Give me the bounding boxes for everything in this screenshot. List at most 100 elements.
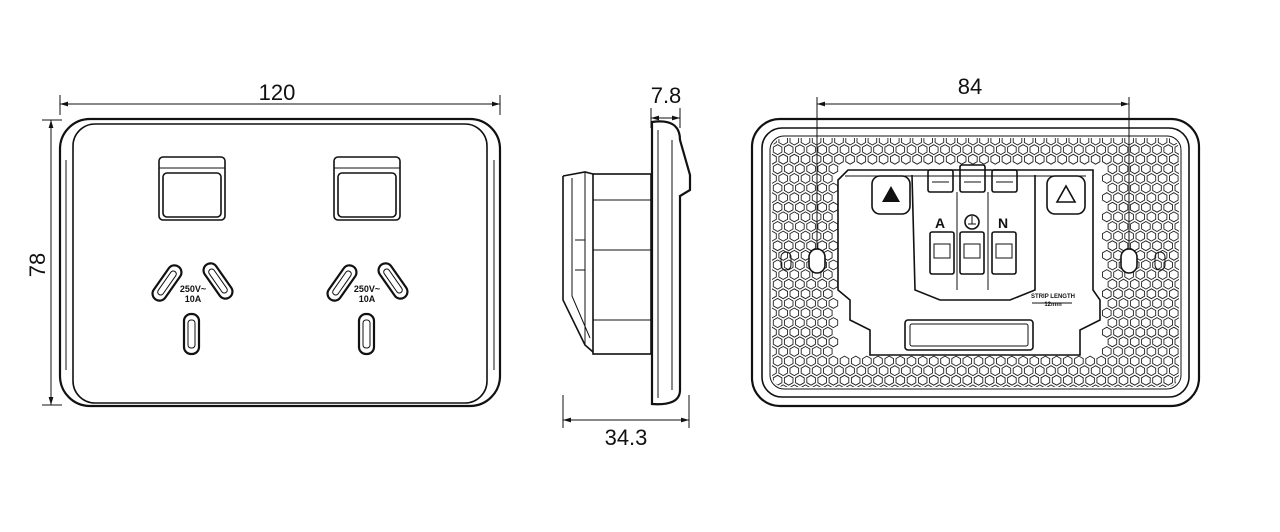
honeycomb-cell (1152, 374, 1162, 386)
honeycomb-cell (1008, 395, 1017, 405)
honeycomb-cell (940, 355, 950, 367)
honeycomb-cell (997, 395, 1006, 405)
honeycomb-cell (963, 414, 972, 424)
honeycomb-cell (1018, 374, 1028, 386)
honeycomb-cell (945, 138, 956, 146)
honeycomb-cell (1157, 192, 1168, 204)
honeycomb-cell (839, 355, 850, 367)
honeycomb-cell (1041, 414, 1050, 424)
dimension-label-side-thickness: 7.8 (651, 83, 682, 108)
honeycomb-cell (834, 138, 844, 146)
honeycomb-cell (1209, 202, 1218, 212)
honeycomb-cell (1209, 260, 1218, 270)
honeycomb-cell (1062, 355, 1073, 367)
honeycomb-cell (823, 211, 833, 223)
honeycomb-cell (862, 144, 872, 156)
honeycomb-cell (851, 414, 860, 424)
honeycomb-cell (907, 395, 916, 405)
honeycomb-cell (1102, 192, 1112, 204)
honeycomb-cell (878, 384, 889, 387)
honeycomb-cell (1174, 297, 1179, 309)
honeycomb-cell (1135, 345, 1146, 357)
honeycomb-cell (890, 365, 900, 377)
honeycomb-cell (1113, 326, 1123, 338)
honeycomb-cell (1118, 144, 1129, 156)
honeycomb-cell (1113, 153, 1123, 165)
honeycomb-cell (896, 414, 905, 424)
honeycomb-cell (795, 278, 805, 290)
honeycomb-cell (890, 138, 900, 146)
honeycomb-cell (1001, 384, 1012, 387)
honeycomb-cell (823, 288, 833, 300)
honeycomb-cell (811, 153, 822, 165)
honeycomb-cell (963, 395, 972, 405)
honeycomb-cell (1119, 414, 1128, 424)
strip-length-note: STRIP LENGTH 12mm (1031, 294, 1075, 308)
honeycomb-cell (811, 138, 822, 146)
honeycomb-cell (1113, 345, 1123, 357)
honeycomb-cell (863, 395, 872, 405)
honeycomb-cell (789, 365, 800, 377)
honeycomb-cell (923, 153, 933, 165)
honeycomb-cell (974, 414, 983, 424)
strip-length-value: 12mm (1044, 302, 1061, 308)
honeycomb-cell (806, 220, 816, 233)
honeycomb-cell (1124, 365, 1134, 377)
strip-length-label: STRIP LENGTH (1031, 294, 1075, 300)
honeycomb-cell (990, 365, 1000, 377)
honeycomb-cell (1124, 230, 1134, 242)
honeycomb-cell (1164, 414, 1173, 424)
honeycomb-cell (1090, 153, 1101, 165)
dimension-label-front-height: 78 (25, 253, 50, 277)
honeycomb-cell (901, 153, 911, 165)
honeycomb-cell (934, 138, 945, 146)
honeycomb-cell (818, 414, 827, 424)
honeycomb-cell (1181, 212, 1190, 222)
honeycomb-cell (1169, 365, 1179, 377)
honeycomb-cell (1119, 395, 1128, 405)
honeycomb-cell (850, 374, 861, 386)
honeycomb-cell (1023, 384, 1034, 387)
honeycomb-cell (990, 138, 1000, 146)
honeycomb-cell (828, 240, 839, 252)
honeycomb-cell (874, 395, 883, 405)
honeycomb-cell (895, 144, 906, 156)
honeycomb-cell (800, 192, 811, 204)
honeycomb-cell (873, 355, 883, 367)
honeycomb-cell (1163, 336, 1173, 348)
honeycomb-cell (918, 395, 927, 405)
socket-right: 250V~ 10A (326, 262, 409, 356)
honeycomb-cell (1062, 144, 1073, 156)
honeycomb-cell (1203, 385, 1212, 395)
honeycomb-cell (929, 355, 939, 367)
honeycomb-cell (1107, 201, 1118, 213)
honeycomb-cell (1174, 278, 1179, 290)
honeycomb-cell (984, 144, 995, 156)
honeycomb-cell (817, 297, 827, 309)
honeycomb-cell (945, 153, 956, 165)
honeycomb-cell (890, 384, 900, 387)
honeycomb-cell (1169, 192, 1179, 204)
honeycomb-cell (923, 365, 933, 377)
honeycomb-cell (1107, 297, 1118, 309)
terminal-label-neutral: N (998, 215, 1008, 231)
honeycomb-cell (1075, 414, 1084, 424)
honeycomb-cell (772, 345, 777, 357)
honeycomb-cell (1118, 201, 1129, 213)
honeycomb-cell (1157, 345, 1168, 357)
honeycomb-cell (1157, 269, 1168, 281)
honeycomb-cell (778, 307, 788, 319)
earth-icon (964, 214, 980, 230)
honeycomb-cell (834, 365, 844, 377)
honeycomb-cell (1141, 259, 1151, 271)
honeycomb-cell (929, 374, 939, 386)
honeycomb-cell (884, 144, 894, 156)
honeycomb-cell (1041, 395, 1050, 405)
honeycomb-cell (1203, 327, 1212, 337)
honeycomb-cell (783, 182, 794, 194)
honeycomb-cell (930, 395, 939, 405)
honeycomb-cell (772, 365, 777, 377)
honeycomb-cell (789, 269, 800, 281)
honeycomb-cell (923, 384, 933, 387)
honeycomb-cell (1129, 317, 1140, 329)
